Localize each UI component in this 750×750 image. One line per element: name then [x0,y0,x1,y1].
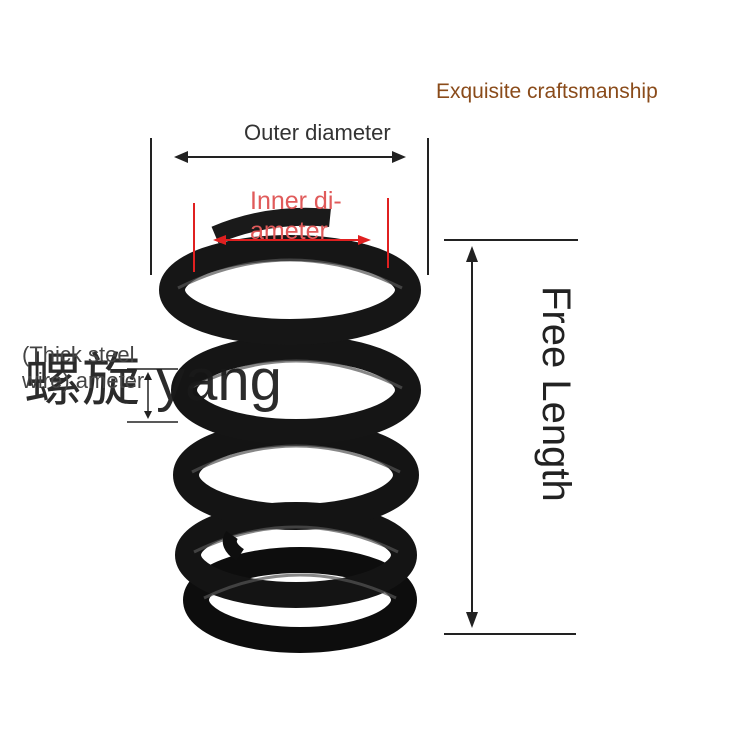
free-length-dimension [444,239,578,635]
outer-diameter-label: Outer diameter [244,120,391,145]
coil-1 [159,235,421,345]
tagline: Exquisite craftsmanship [436,80,658,103]
spring-coils [159,235,421,653]
coil-2 [171,335,421,445]
coil-top-end [211,207,331,244]
coil-5 [183,547,417,653]
coil-highlights [177,258,403,600]
inner-diameter-label: Inner di- ameter [250,187,342,245]
watermark: 螺旋 yang [24,348,282,413]
wire-diameter-label: (Thick steel wire) ameter [22,342,145,393]
inner-diameter-dimension [193,198,389,272]
outer-diameter-dimension [150,138,429,275]
free-length-label: Free Length [534,286,578,502]
wire-diameter-dimension [127,368,178,423]
coil-bottom-end [222,530,245,561]
